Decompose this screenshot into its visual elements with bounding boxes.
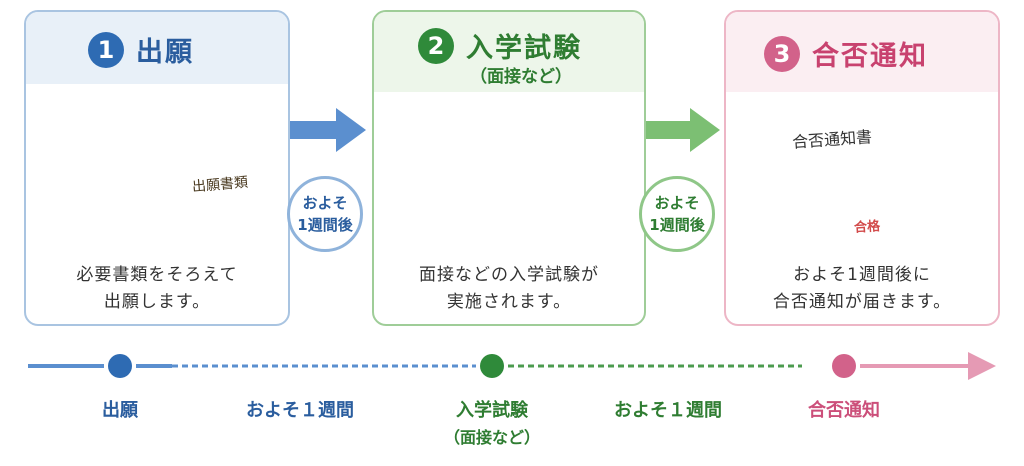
step-card-result: 3 合否通知 合否通知書 合格 およそ1週間後に 合否通知が届きます。 — [724, 10, 1000, 326]
step-subtitle: （面接など） — [470, 67, 572, 87]
step-number-badge: 1 — [88, 31, 124, 68]
step-number-badge: 2 — [418, 27, 454, 64]
step-card-application: 1 出願 出願書類 必要書類をそろえて 出願します。 — [24, 10, 290, 326]
timeline-label-interval-2: およそ１週間 — [614, 400, 722, 421]
step-title: 3 合否通知 — [764, 34, 928, 73]
step-title: 1 出願 — [88, 30, 194, 69]
timeline-sublabel-exam: （面接など） — [443, 428, 540, 447]
interval-badge-line-2: 1週間後 — [297, 216, 353, 234]
step-title: 2 入学試験 — [418, 26, 582, 65]
step-description: 必要書類をそろえて 出願します。 — [26, 262, 288, 316]
step-description: およそ1週間後に 合否通知が届きます。 — [726, 262, 998, 316]
document-label: 出願書類 — [191, 174, 249, 196]
interval-badge-1: およそ 1週間後 — [287, 176, 363, 252]
timeline-label-exam: 入学試験 — [456, 400, 528, 421]
step-description-line-1: およそ1週間後に — [793, 265, 931, 285]
timeline — [28, 352, 996, 380]
pass-stamp: 合格 — [853, 219, 881, 236]
step-description-line-2: 出願します。 — [103, 292, 211, 312]
step-description-line-2: 合否通知が届きます。 — [772, 292, 952, 312]
timeline-arrowhead — [968, 352, 996, 380]
timeline-label-application: 出願 — [102, 400, 138, 421]
interval-badge-line-1: およそ — [302, 194, 348, 212]
step-title-text: 出願 — [136, 37, 194, 68]
interval-badge-line-1: およそ — [654, 194, 700, 212]
step-description: 面接などの入学試験が 実施されます。 — [374, 262, 644, 316]
step-description-line-2: 実施されます。 — [446, 292, 572, 312]
interval-badge-line-2: 1週間後 — [649, 216, 705, 234]
step-description-line-1: 面接などの入学試験が — [419, 265, 599, 285]
timeline-node-1 — [108, 354, 132, 378]
step-number-badge: 3 — [764, 35, 800, 72]
timeline-node-3 — [832, 354, 856, 378]
flow-arrow-2 — [646, 108, 720, 152]
interval-badge-2: およそ 1週間後 — [639, 176, 715, 252]
timeline-label-interval-1: およそ１週間 — [246, 400, 354, 421]
flow-arrow-1 — [290, 108, 366, 152]
step-title-text: 入学試験 — [466, 33, 582, 64]
step-card-exam: 2 入学試験 （面接など） 面接などの入学試験が 実施されます。 — [372, 10, 646, 326]
timeline-node-2 — [480, 354, 504, 378]
step-card-header — [26, 12, 288, 84]
step-description-line-1: 必要書類をそろえて — [76, 265, 238, 285]
timeline-label-result: 合否通知 — [808, 400, 880, 421]
step-title-text: 合否通知 — [812, 41, 928, 72]
notice-title: 合否通知書 — [791, 127, 873, 152]
